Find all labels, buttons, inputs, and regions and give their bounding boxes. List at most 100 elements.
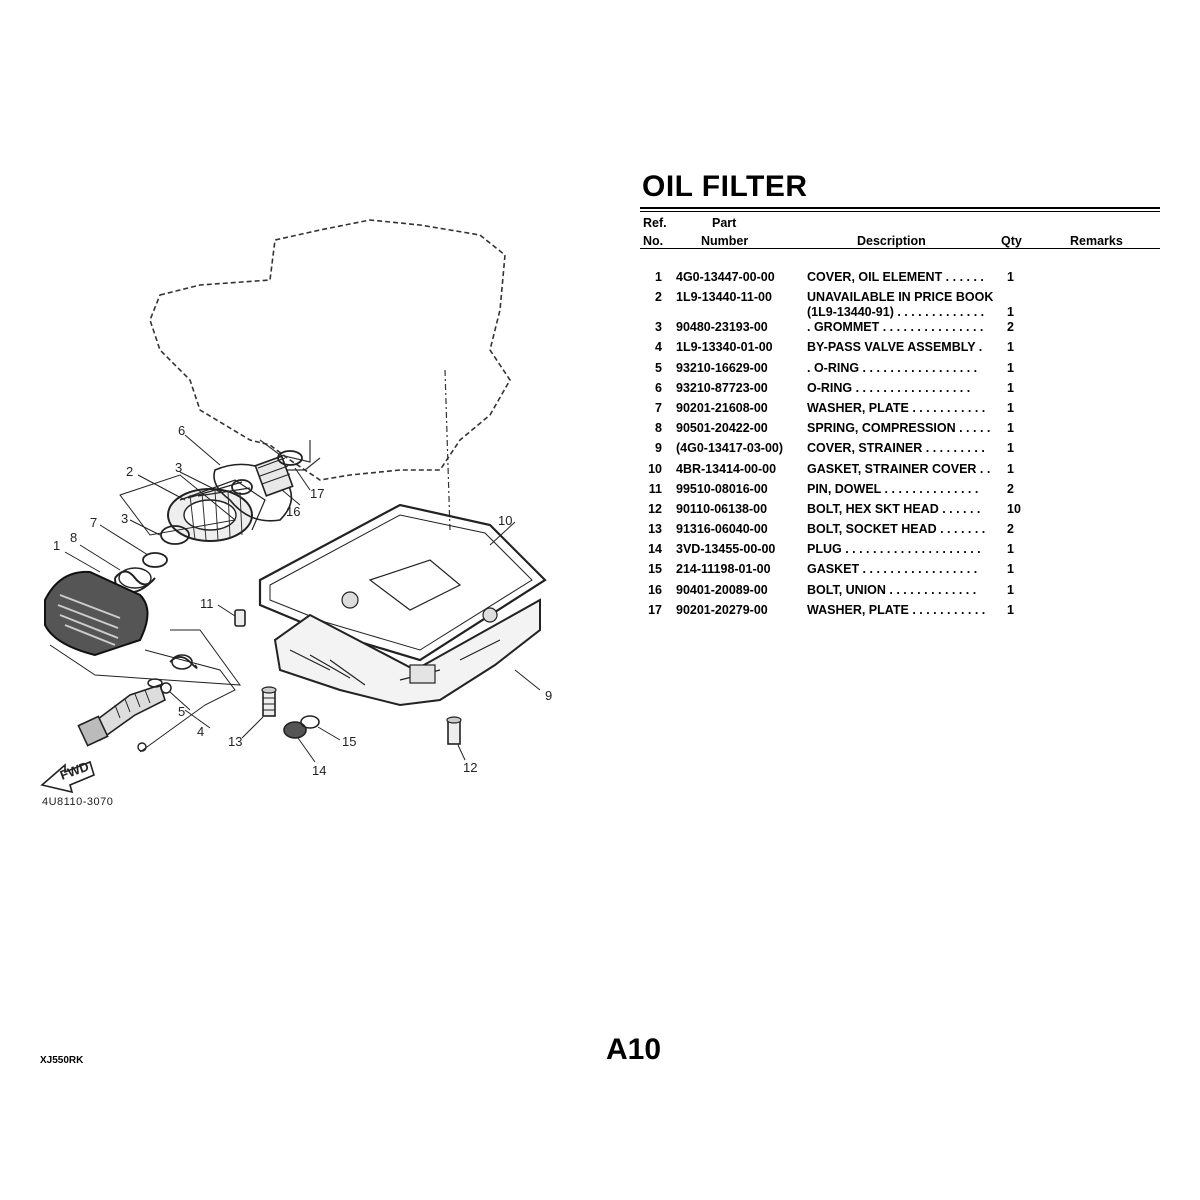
qty-cell: 1 (1007, 340, 1014, 355)
remarks-cell (1027, 542, 1160, 562)
remarks-cell (1027, 421, 1160, 441)
qty-cell: 1 (1007, 270, 1014, 284)
description-cell: GASKET . . . . . . . . . . . . . . . . . (807, 562, 1007, 582)
remarks-cell (1027, 401, 1160, 421)
qty-cell: 1 (1007, 562, 1014, 577)
part-number-cell: 4BR-13414-00-00 (676, 461, 777, 476)
ref-number-cell: 5 (655, 360, 662, 375)
description-cell: BOLT, UNION . . . . . . . . . . . . . (807, 583, 1007, 603)
callout-16: 16 (286, 504, 300, 519)
description-cell: . O-RING . . . . . . . . . . . . . . . .… (807, 361, 1007, 381)
header-qty: Qty (1001, 234, 1022, 248)
ref-number-cell: 15 (648, 562, 662, 577)
description-cell: COVER, STRAINER . . . . . . . . . (807, 441, 1007, 461)
part-number-cell: 93210-16629-00 (676, 360, 768, 375)
plug (283, 721, 307, 739)
description-cell: O-RING . . . . . . . . . . . . . . . . . (807, 381, 1007, 401)
drawing-code: 4U8110-3070 (42, 796, 113, 808)
ref-number-cell: 12 (648, 501, 662, 516)
remarks-cell (1027, 270, 1160, 290)
remarks-cell (1027, 562, 1160, 582)
description-cell: SPRING, COMPRESSION . . . . . (807, 421, 1007, 441)
qty-cell: 1 (1007, 380, 1014, 395)
header-part-line1: Part (712, 216, 737, 230)
washer-plate (277, 450, 303, 466)
washer-plate-7 (142, 552, 168, 568)
ref-number-cell: 13 (648, 522, 662, 537)
description-line: O-RING . . . . . . . . . . . . . . . . . (807, 380, 971, 395)
part-number-cell: 1L9-13340-01-00 (676, 340, 773, 355)
description-line: SPRING, COMPRESSION . . . . . (807, 421, 991, 436)
remarks-cell (1027, 441, 1160, 461)
gasket-15 (300, 715, 320, 729)
qty-cell: 2 (1007, 481, 1014, 496)
qty-cell: 1 (1007, 542, 1014, 557)
description-cell: . GROMMET . . . . . . . . . . . . . . . (807, 320, 1007, 340)
engine-outline (149, 219, 511, 481)
description-line: . O-RING . . . . . . . . . . . . . . . .… (807, 360, 978, 375)
ref-number-cell: 6 (655, 380, 662, 395)
ref-number-cell: 11 (648, 481, 662, 496)
engine-inner-detail (259, 439, 321, 471)
qty-cell: 1 (1007, 360, 1014, 375)
remarks-cell (1027, 290, 1160, 320)
callout-9: 9 (545, 688, 552, 703)
callout-17: 17 (310, 486, 324, 501)
callout-14: 14 (312, 763, 326, 778)
description-line: PLUG . . . . . . . . . . . . . . . . . .… (807, 542, 981, 557)
part-number-cell: 99510-08016-00 (676, 481, 768, 496)
callout-4: 4 (197, 724, 204, 739)
description-line: . GROMMET . . . . . . . . . . . . . . . (807, 320, 984, 335)
callout-6: 6 (178, 423, 185, 438)
description-line: BOLT, UNION . . . . . . . . . . . . . (807, 582, 977, 597)
ref-number-cell: 2 (655, 290, 662, 305)
remarks-cell (1027, 482, 1160, 502)
qty-cell: 10 (1007, 501, 1021, 516)
ref-number-cell: 17 (648, 602, 662, 617)
description-cell: PIN, DOWEL . . . . . . . . . . . . . . (807, 482, 1007, 502)
callout-10: 10 (498, 513, 512, 528)
table-row: 3 90480-23193-00 . GROMMET . . . . . . . .… (640, 320, 1160, 340)
description-cell: PLUG . . . . . . . . . . . . . . . . . .… (807, 542, 1007, 562)
callout-11: 11 (200, 596, 214, 611)
part-number-cell: 3VD-13455-00-00 (676, 542, 776, 557)
callout-12: 12 (463, 760, 477, 775)
ref-number-cell: 8 (655, 421, 662, 436)
title-rule-thick (640, 207, 1160, 209)
ref-number-cell: 4 (655, 340, 662, 355)
part-number-cell: 90480-23193-00 (676, 320, 768, 335)
table-row: 5 93210-16629-00 . O-RING . . . . . . . . … (640, 361, 1160, 381)
description-line-2: (1L9-13440-91) . . . . . . . . . . . . . (807, 305, 985, 320)
table-row: 12 90110-06138-00 BOLT, HEX SKT HEAD . . .… (640, 502, 1160, 522)
qty-cell: 1 (1007, 421, 1014, 436)
remarks-cell (1027, 522, 1160, 542)
o-ring-small (147, 678, 163, 688)
part-number-cell: 90201-20279-00 (676, 602, 768, 617)
cover-oil-element (44, 570, 149, 657)
callout-15: 15 (342, 734, 356, 749)
ref-number-cell: 3 (655, 320, 662, 335)
description-line: BOLT, HEX SKT HEAD . . . . . . (807, 501, 981, 516)
qty-cell: 1 (1007, 400, 1014, 415)
description-cell: COVER, OIL ELEMENT . . . . . . (807, 270, 1007, 290)
callout-8: 8 (70, 530, 77, 545)
description-cell: GASKET, STRAINER COVER . . (807, 462, 1007, 482)
description-cell: UNAVAILABLE IN PRICE BOOK(1L9-13440-91) … (807, 290, 1007, 320)
part-number-cell: 90201-21608-00 (676, 400, 768, 415)
part-number-cell: 90110-06138-00 (676, 501, 768, 516)
header-ref-line2: No. (643, 234, 664, 248)
table-row: 11 99510-08016-00 PIN, DOWEL . . . . . . .… (640, 482, 1160, 502)
remarks-cell (1027, 340, 1160, 360)
part-number-cell: (4G0-13417-03-00) (676, 441, 784, 456)
